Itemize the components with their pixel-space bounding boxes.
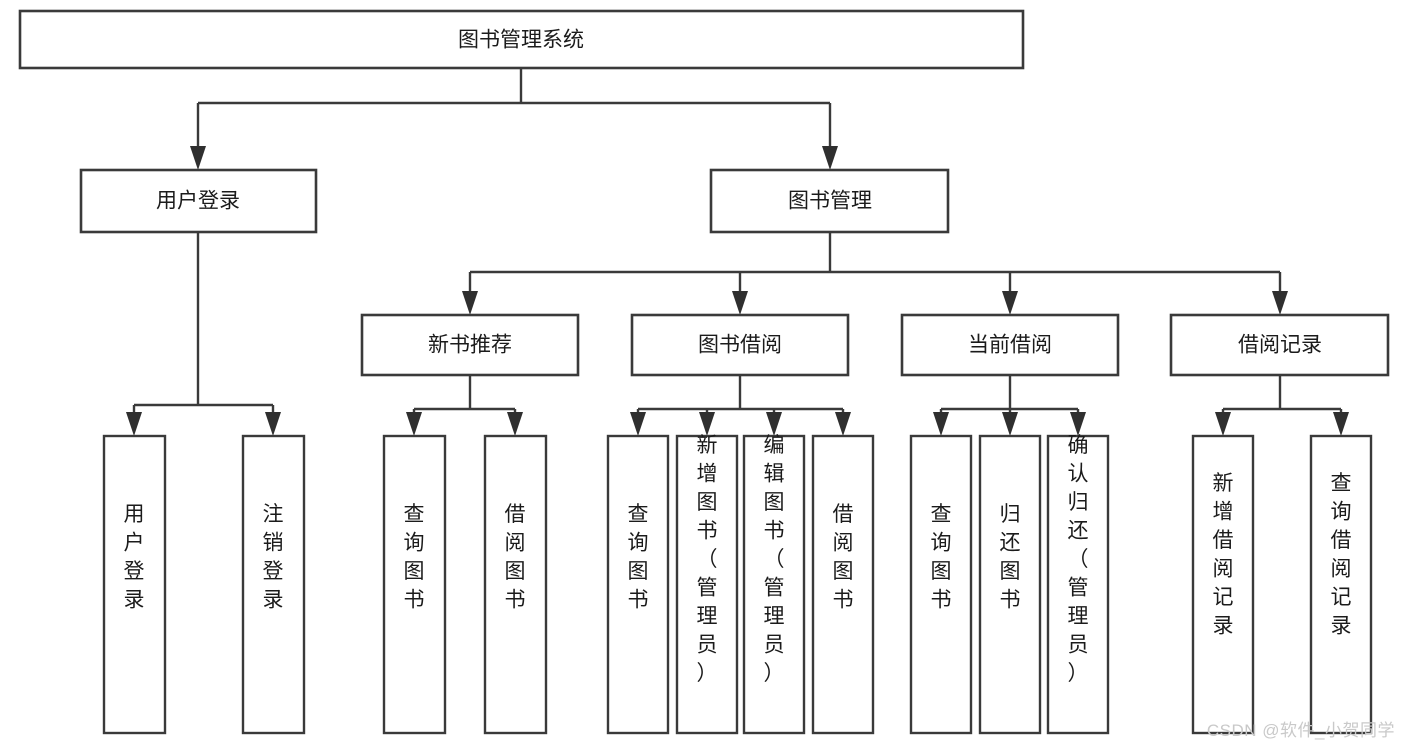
leaf-bb-edit-book-label: 编辑图书（管理员）	[764, 434, 785, 685]
arrow-head-bb-4	[835, 412, 851, 436]
node-book-borrow[interactable]: 图书借阅	[630, 313, 850, 377]
leaf-cb-return-book-box[interactable]	[978, 434, 1042, 735]
node-user-login[interactable]: 用户登录	[79, 168, 318, 234]
arrow-head-l3-4	[1272, 291, 1288, 315]
leaf-logout-label: 注销登录	[263, 503, 284, 612]
node-user-login-label: 用户登录	[156, 190, 240, 213]
leaf-node[interactable]: 编辑图书（管理员）	[742, 434, 806, 735]
node-current-borrow[interactable]: 当前借阅	[900, 313, 1120, 377]
node-new-book-recommend-box[interactable]	[360, 313, 580, 377]
leaf-node[interactable]: 借阅图书	[483, 434, 548, 735]
arrow-head-l3-2	[732, 291, 748, 315]
leaf-node[interactable]: 归还图书	[978, 434, 1042, 735]
arrow-head-l3-3	[1002, 291, 1018, 315]
connector-book-borrow-to-leaves	[630, 375, 851, 436]
arrow-head-book-manage	[822, 146, 838, 170]
arrow-head-br-1	[1215, 412, 1231, 436]
leaf-node[interactable]: 查询借阅记录	[1309, 434, 1373, 735]
leaf-logout-box[interactable]	[241, 434, 306, 735]
leaf-bb-add-book-box[interactable]	[675, 434, 739, 735]
node-borrow-record[interactable]: 借阅记录	[1169, 313, 1390, 377]
leaf-node[interactable]: 新增图书（管理员）	[675, 434, 739, 735]
node-book-manage[interactable]: 图书管理	[709, 168, 950, 234]
node-book-manage-label: 图书管理	[788, 190, 872, 213]
leaf-nb-query-book-label: 查询图书	[404, 503, 425, 612]
arrow-head-user-login	[190, 146, 206, 170]
leaf-br-add-record-label: 新增借阅记录	[1213, 472, 1234, 638]
connector-current-borrow-to-leaves	[933, 375, 1086, 436]
node-book-borrow-box[interactable]	[630, 313, 850, 377]
leaf-bb-add-book-label: 新增图书（管理员）	[697, 434, 718, 685]
leaf-node[interactable]: 注销登录	[241, 434, 306, 735]
leaf-cb-confirm-return-box[interactable]	[1046, 434, 1110, 735]
leaf-nb-borrow-book-label: 借阅图书	[505, 503, 526, 612]
leaf-nb-query-book-box[interactable]	[382, 434, 447, 735]
connector-new-book-to-leaves	[406, 375, 523, 436]
node-root-label: 图书管理系统	[458, 29, 584, 52]
node-book-manage-box[interactable]	[709, 168, 950, 234]
arrow-head-cb-2	[1002, 412, 1018, 436]
leaf-bb-borrow-book-label: 借阅图书	[833, 503, 854, 612]
node-borrow-record-box[interactable]	[1169, 313, 1390, 377]
leaf-node[interactable]: 确认归还（管理员）	[1046, 434, 1110, 735]
node-current-borrow-label: 当前借阅	[968, 334, 1052, 357]
arrow-head-bb-3	[766, 412, 782, 436]
connector-root-to-level2	[190, 68, 838, 170]
arrow-head-bb-2	[699, 412, 715, 436]
arrow-head-nb-2	[507, 412, 523, 436]
connector-user-login-to-leaves	[126, 232, 281, 436]
leaf-cb-return-book-label: 归还图书	[1000, 503, 1021, 612]
leaf-cb-query-book-label: 查询图书	[931, 503, 952, 612]
node-current-borrow-box[interactable]	[900, 313, 1120, 377]
connector-book-manage-to-level3	[462, 232, 1288, 315]
leaf-user-login-label: 用户登录	[124, 503, 145, 612]
leaf-node[interactable]: 查询图书	[909, 434, 973, 735]
leaf-br-query-record-box[interactable]	[1309, 434, 1373, 735]
arrow-head-l3-1	[462, 291, 478, 315]
leaf-cb-confirm-return-label: 确认归还（管理员）	[1068, 434, 1089, 685]
node-borrow-record-label: 借阅记录	[1238, 334, 1322, 357]
node-new-book-recommend-label: 新书推荐	[428, 334, 512, 357]
node-book-borrow-label: 图书借阅	[698, 334, 782, 357]
leaf-bb-query-book-box[interactable]	[606, 434, 670, 735]
arrow-head-cb-1	[933, 412, 949, 436]
leaf-node[interactable]: 新增借阅记录	[1191, 434, 1255, 735]
leaf-bb-borrow-book-box[interactable]	[811, 434, 875, 735]
node-root-box[interactable]	[18, 9, 1025, 70]
leaf-node[interactable]: 用户登录	[102, 434, 167, 735]
connector-borrow-record-to-leaves	[1215, 375, 1349, 436]
node-root-system[interactable]: 图书管理系统	[18, 9, 1025, 70]
leaf-bb-query-book-label: 查询图书	[628, 503, 649, 612]
arrow-head-nb-1	[406, 412, 422, 436]
arrow-head-bb-1	[630, 412, 646, 436]
leaf-node[interactable]: 查询图书	[606, 434, 670, 735]
arrow-head-ul-1	[126, 412, 142, 436]
leaf-nb-borrow-book-box[interactable]	[483, 434, 548, 735]
leaf-user-login-box[interactable]	[102, 434, 167, 735]
leaf-node[interactable]: 查询图书	[382, 434, 447, 735]
connectors-layer	[126, 68, 1349, 436]
leaf-bb-edit-book-box[interactable]	[742, 434, 806, 735]
leaf-br-query-record-label: 查询借阅记录	[1331, 472, 1352, 638]
node-user-login-box[interactable]	[79, 168, 318, 234]
leaf-cb-query-book-box[interactable]	[909, 434, 973, 735]
arrow-head-cb-3	[1070, 412, 1086, 436]
arrow-head-ul-2	[265, 412, 281, 436]
arrow-head-br-2	[1333, 412, 1349, 436]
node-new-book-recommend[interactable]: 新书推荐	[360, 313, 580, 377]
leaf-br-add-record-box[interactable]	[1191, 434, 1255, 735]
leaf-node[interactable]: 借阅图书	[811, 434, 875, 735]
